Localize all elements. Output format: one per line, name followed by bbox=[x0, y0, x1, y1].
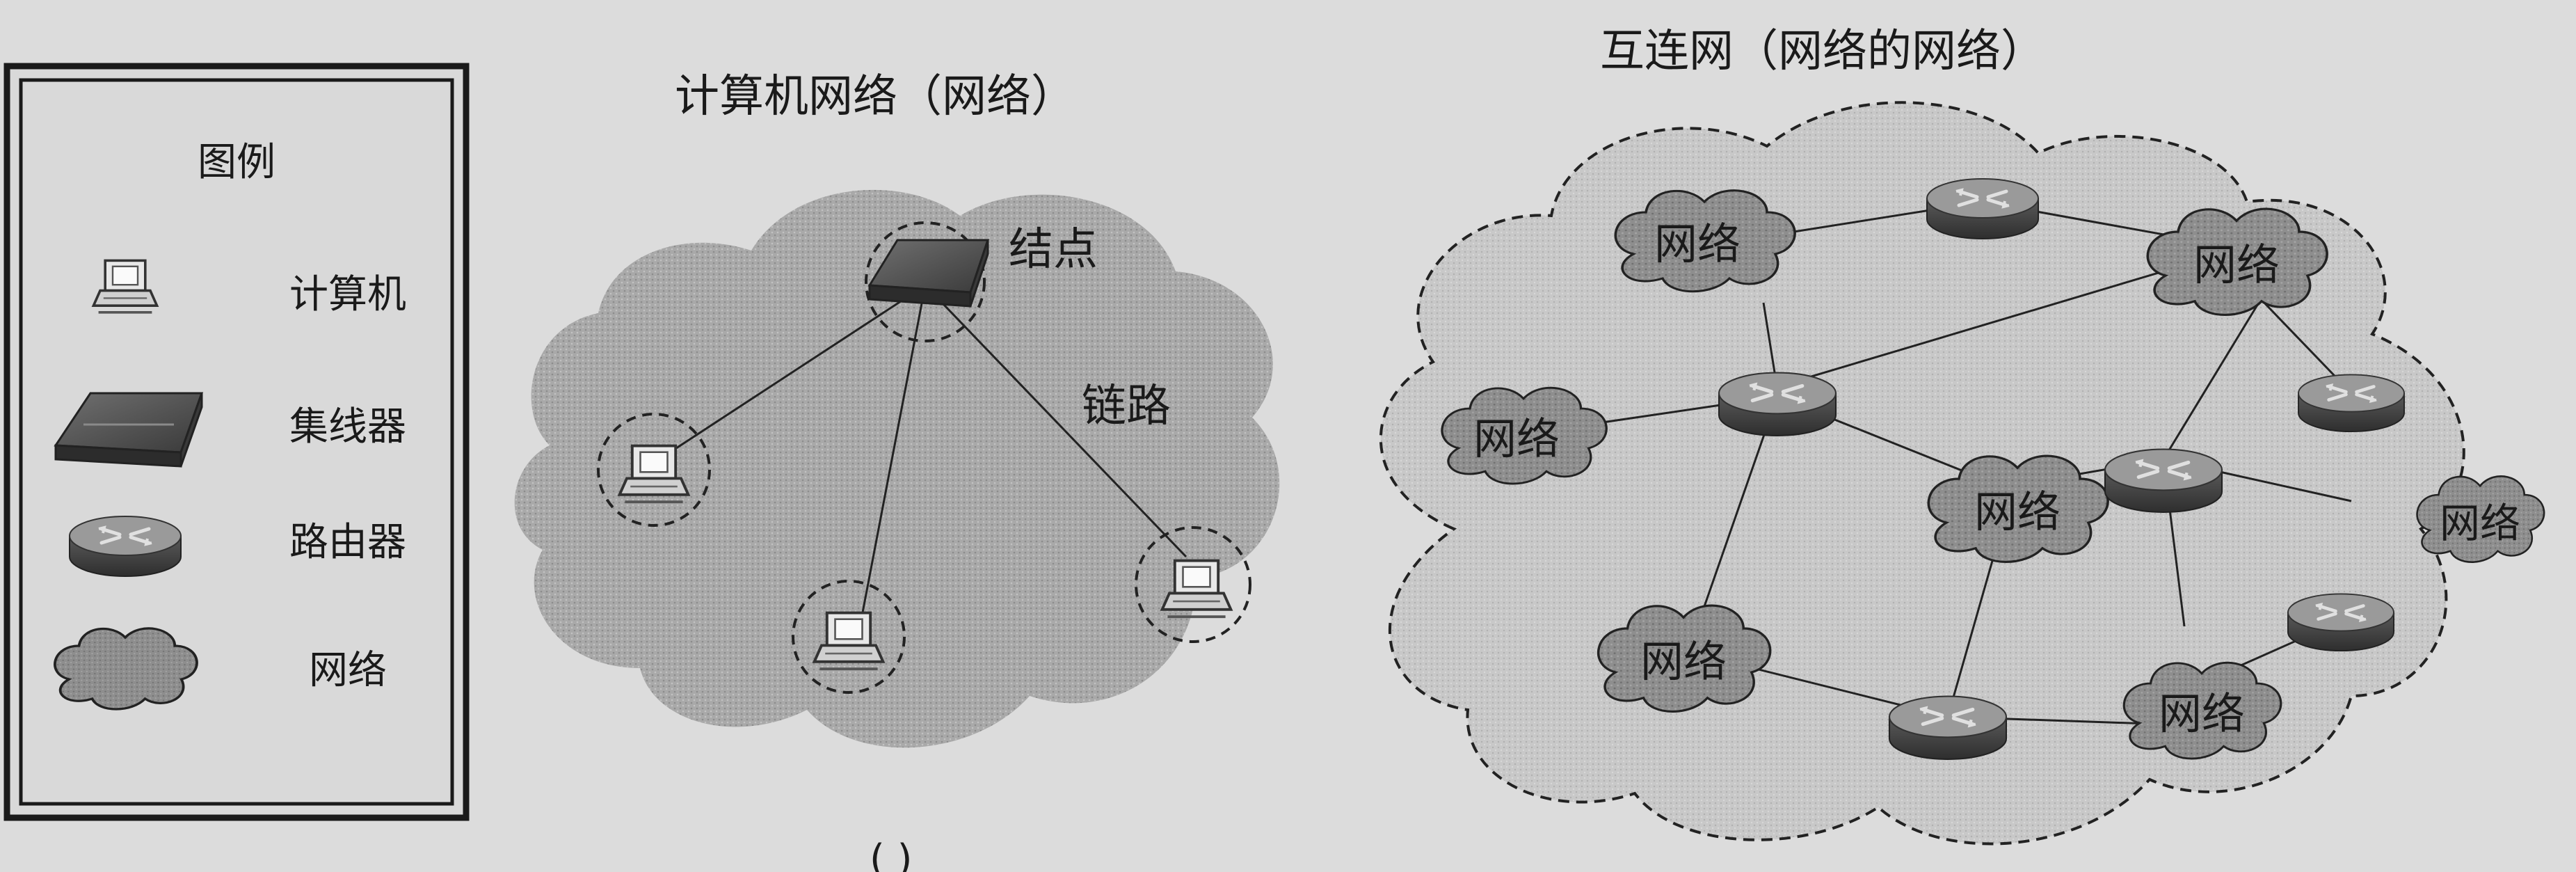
internet: 互连网（网络的网络） 网络 网络 网络 bbox=[1379, 26, 2545, 846]
node-label: 结点 bbox=[1009, 224, 1098, 276]
network-label: 网络 bbox=[2159, 688, 2245, 739]
computer-network: 计算机网络（网络） 结点 链路 bbox=[514, 71, 1280, 748]
legend-title: 图例 bbox=[198, 140, 275, 185]
legend-router-icon bbox=[70, 516, 181, 576]
computer-network-cloud bbox=[514, 189, 1280, 748]
node-circle-computer-left bbox=[597, 413, 711, 527]
node-circle-hub bbox=[865, 221, 986, 342]
computer-network-title: 计算机网络（网络） bbox=[675, 71, 1075, 122]
network-label: 网络 bbox=[2193, 239, 2280, 290]
node-circle-computer-right bbox=[1135, 526, 1251, 643]
router-icon bbox=[2105, 450, 2222, 512]
network-label: 网络 bbox=[1640, 636, 1727, 687]
internet-title: 互连网（网络的网络） bbox=[1600, 26, 2045, 77]
legend-computer-label: 计算机 bbox=[289, 272, 406, 317]
node-circle-computer-bottom bbox=[792, 580, 906, 694]
legend-box: 图例 计算机 集线器 路由器 网络 bbox=[3, 63, 470, 821]
legend-hub-icon bbox=[54, 392, 204, 468]
router-icon bbox=[2298, 374, 2404, 431]
network-label: 网络 bbox=[2440, 500, 2520, 547]
router-icon bbox=[1719, 373, 1836, 436]
caption-fragment: ( ) bbox=[870, 837, 913, 872]
network-label: 网络 bbox=[1974, 486, 2061, 537]
link-hub-computer-left bbox=[653, 284, 926, 464]
router-icon bbox=[1889, 697, 2006, 759]
legend-network-label: 网络 bbox=[309, 648, 387, 693]
router-icon bbox=[1927, 179, 2038, 239]
network-label: 网络 bbox=[1473, 413, 1560, 464]
link-hub-computer-right bbox=[924, 284, 1187, 558]
link-label: 链路 bbox=[1082, 381, 1171, 432]
legend-hub-label: 集线器 bbox=[289, 404, 406, 450]
network-label: 网络 bbox=[1654, 219, 1741, 269]
router-icon bbox=[2288, 594, 2394, 651]
hub-icon bbox=[867, 239, 990, 308]
legend-router-label: 路由器 bbox=[289, 520, 406, 565]
